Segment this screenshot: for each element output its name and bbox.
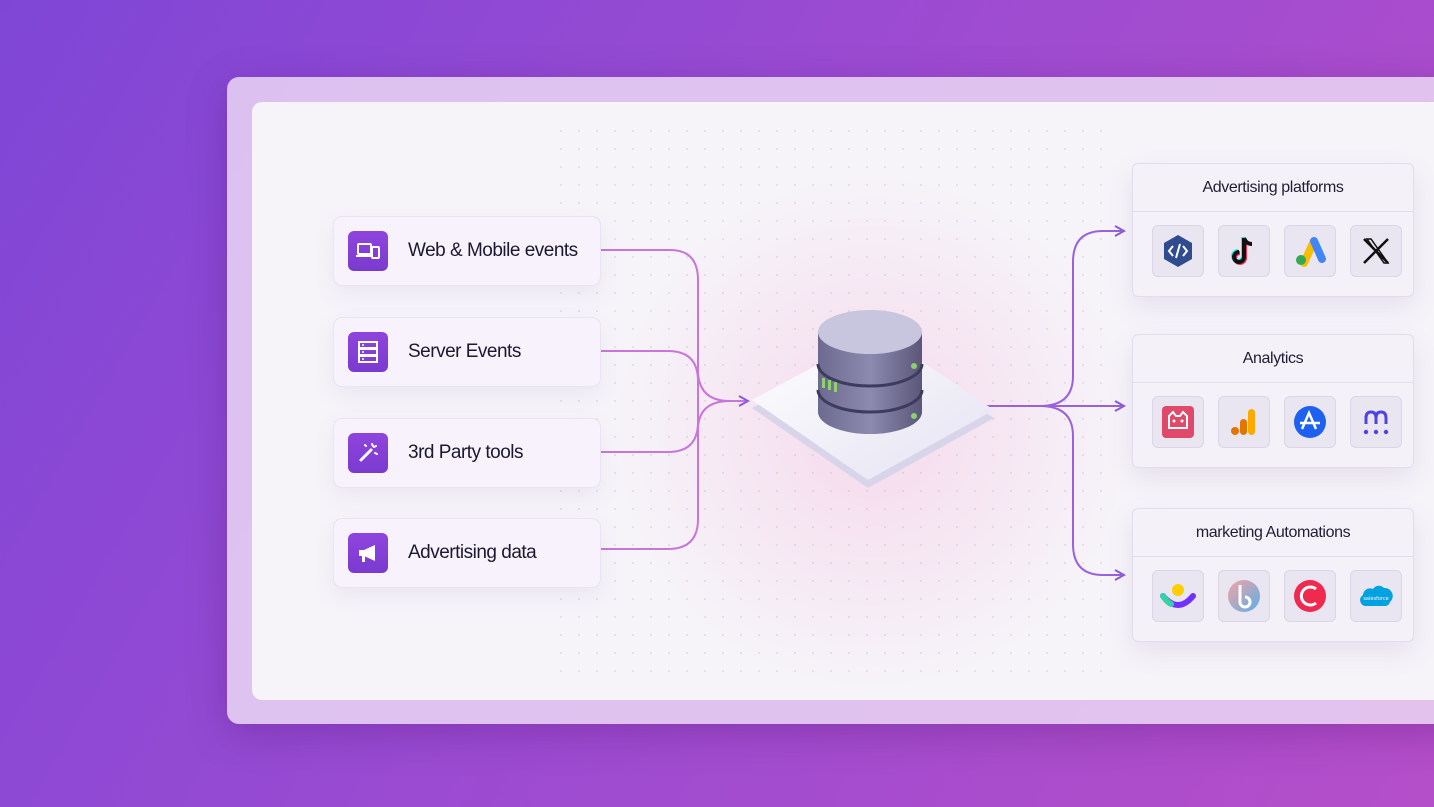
source-label: 3rd Party tools (408, 442, 524, 463)
megaphone-icon (348, 533, 388, 573)
source-3rd-party: 3rd Party tools (333, 418, 601, 488)
google-ads-icon (1284, 225, 1336, 277)
destination-title: Analytics (1133, 335, 1413, 383)
server-icon (348, 332, 388, 372)
source-web-mobile: Web & Mobile events (333, 216, 601, 286)
source-server-events: Server Events (333, 317, 601, 387)
moengage-icon (1284, 570, 1336, 622)
source-label: Web & Mobile events (408, 240, 578, 261)
google-analytics-icon (1218, 396, 1270, 448)
customerio-icon (1152, 570, 1204, 622)
braze-icon (1218, 570, 1270, 622)
source-label: Server Events (408, 341, 521, 362)
mixpanel-cat-icon (1152, 396, 1204, 448)
destination-title: marketing Automations (1133, 509, 1413, 557)
source-advertising-data: Advertising data (333, 518, 601, 588)
source-label: Advertising data (408, 542, 537, 563)
salesforce-text: salesforce (1363, 596, 1388, 602)
salesforce-icon: salesforce (1350, 570, 1402, 622)
devices-icon (348, 231, 388, 271)
tiktok-icon (1218, 225, 1270, 277)
destination-marketing: marketing Automations salesforce (1132, 508, 1414, 642)
destination-analytics: Analytics (1132, 334, 1414, 468)
magic-wand-icon (348, 433, 388, 473)
mixpanel-m-icon (1350, 396, 1402, 448)
destination-advertising: Advertising platforms (1132, 163, 1414, 297)
amplitude-icon (1284, 396, 1336, 448)
x-icon (1350, 225, 1402, 277)
code-tag-icon (1152, 225, 1204, 277)
database-icon (752, 310, 994, 488)
destination-title: Advertising platforms (1133, 164, 1413, 212)
